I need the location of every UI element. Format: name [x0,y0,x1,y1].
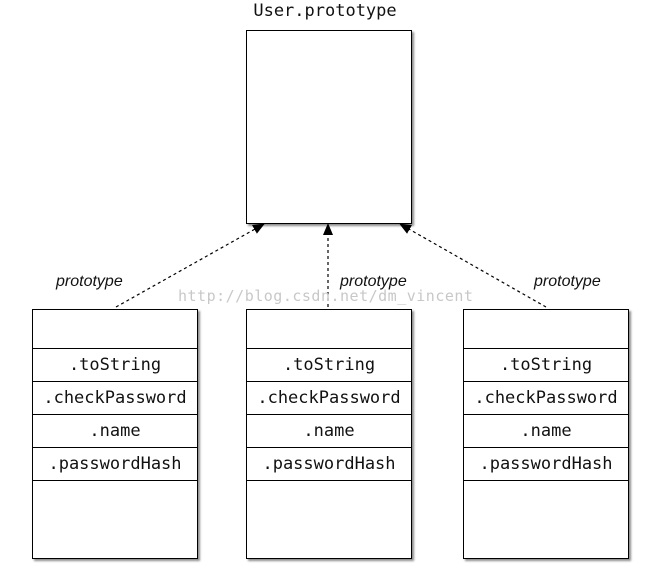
property-passwordhash: .passwordHash [247,448,411,481]
user-instance-box-3: .toString .checkPassword .name .password… [463,309,629,559]
property-checkpassword: .checkPassword [247,382,411,415]
property-passwordhash: .passwordHash [464,448,628,481]
prototype-link-arrow-3 [399,223,547,308]
prototype-link-label-3: prototype [534,273,601,290]
property-name: .name [33,415,197,448]
prototype-title: User.prototype [253,1,397,21]
prototype-link-label-1: prototype [56,273,123,290]
property-passwordhash: .passwordHash [33,448,197,481]
instance-header-cell [464,310,628,349]
user-instance-box-2: .toString .checkPassword .name .password… [246,309,412,559]
watermark: http://blog.csdn.net/dm_vincent [178,287,474,305]
property-tostring: .toString [33,349,197,382]
instance-header-cell [33,310,197,349]
user-instance-box-1: .toString .checkPassword .name .password… [32,309,198,559]
instance-header-cell [247,310,411,349]
property-tostring: .toString [247,349,411,382]
property-checkpassword: .checkPassword [464,382,628,415]
prototype-box [246,30,412,224]
prototype-link-label-2: prototype [340,273,407,290]
property-name: .name [247,415,411,448]
prototype-link-arrow-1 [115,223,265,308]
property-name: .name [464,415,628,448]
property-checkpassword: .checkPassword [33,382,197,415]
property-tostring: .toString [464,349,628,382]
